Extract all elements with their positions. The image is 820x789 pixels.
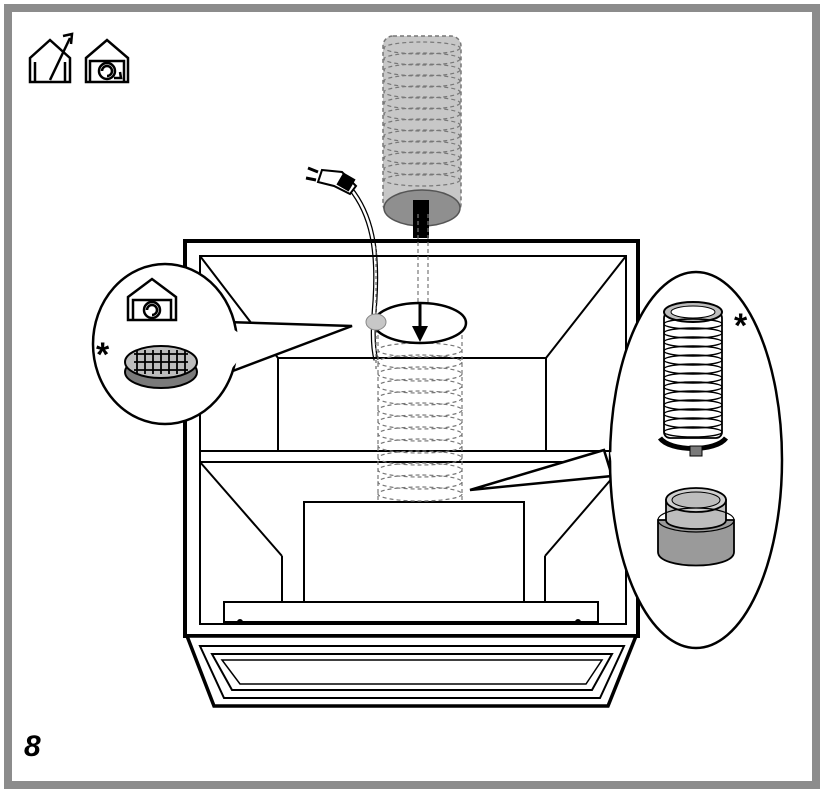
duct-adapter-icon	[657, 487, 735, 567]
power-plug	[305, 166, 358, 196]
recirculation-mode-icon	[126, 277, 178, 322]
ducted-extraction-icon	[28, 32, 74, 84]
power-cable	[348, 186, 379, 370]
charcoal-filter-callout	[91, 262, 353, 426]
flexible-duct	[382, 35, 462, 238]
air-outlet	[365, 301, 468, 345]
inner-duct-outline	[377, 214, 463, 502]
filter-panel	[184, 634, 639, 708]
step-number: 8	[24, 730, 41, 763]
duct-accessories-callout	[469, 270, 784, 650]
flexible-pipe-icon	[657, 301, 729, 457]
hood-body	[183, 239, 640, 638]
charcoal-filter-icon	[124, 345, 198, 389]
optional-accessory-marker-right: *	[734, 307, 748, 345]
recirculation-icon	[84, 38, 130, 84]
optional-accessory-marker-left: *	[96, 336, 110, 374]
